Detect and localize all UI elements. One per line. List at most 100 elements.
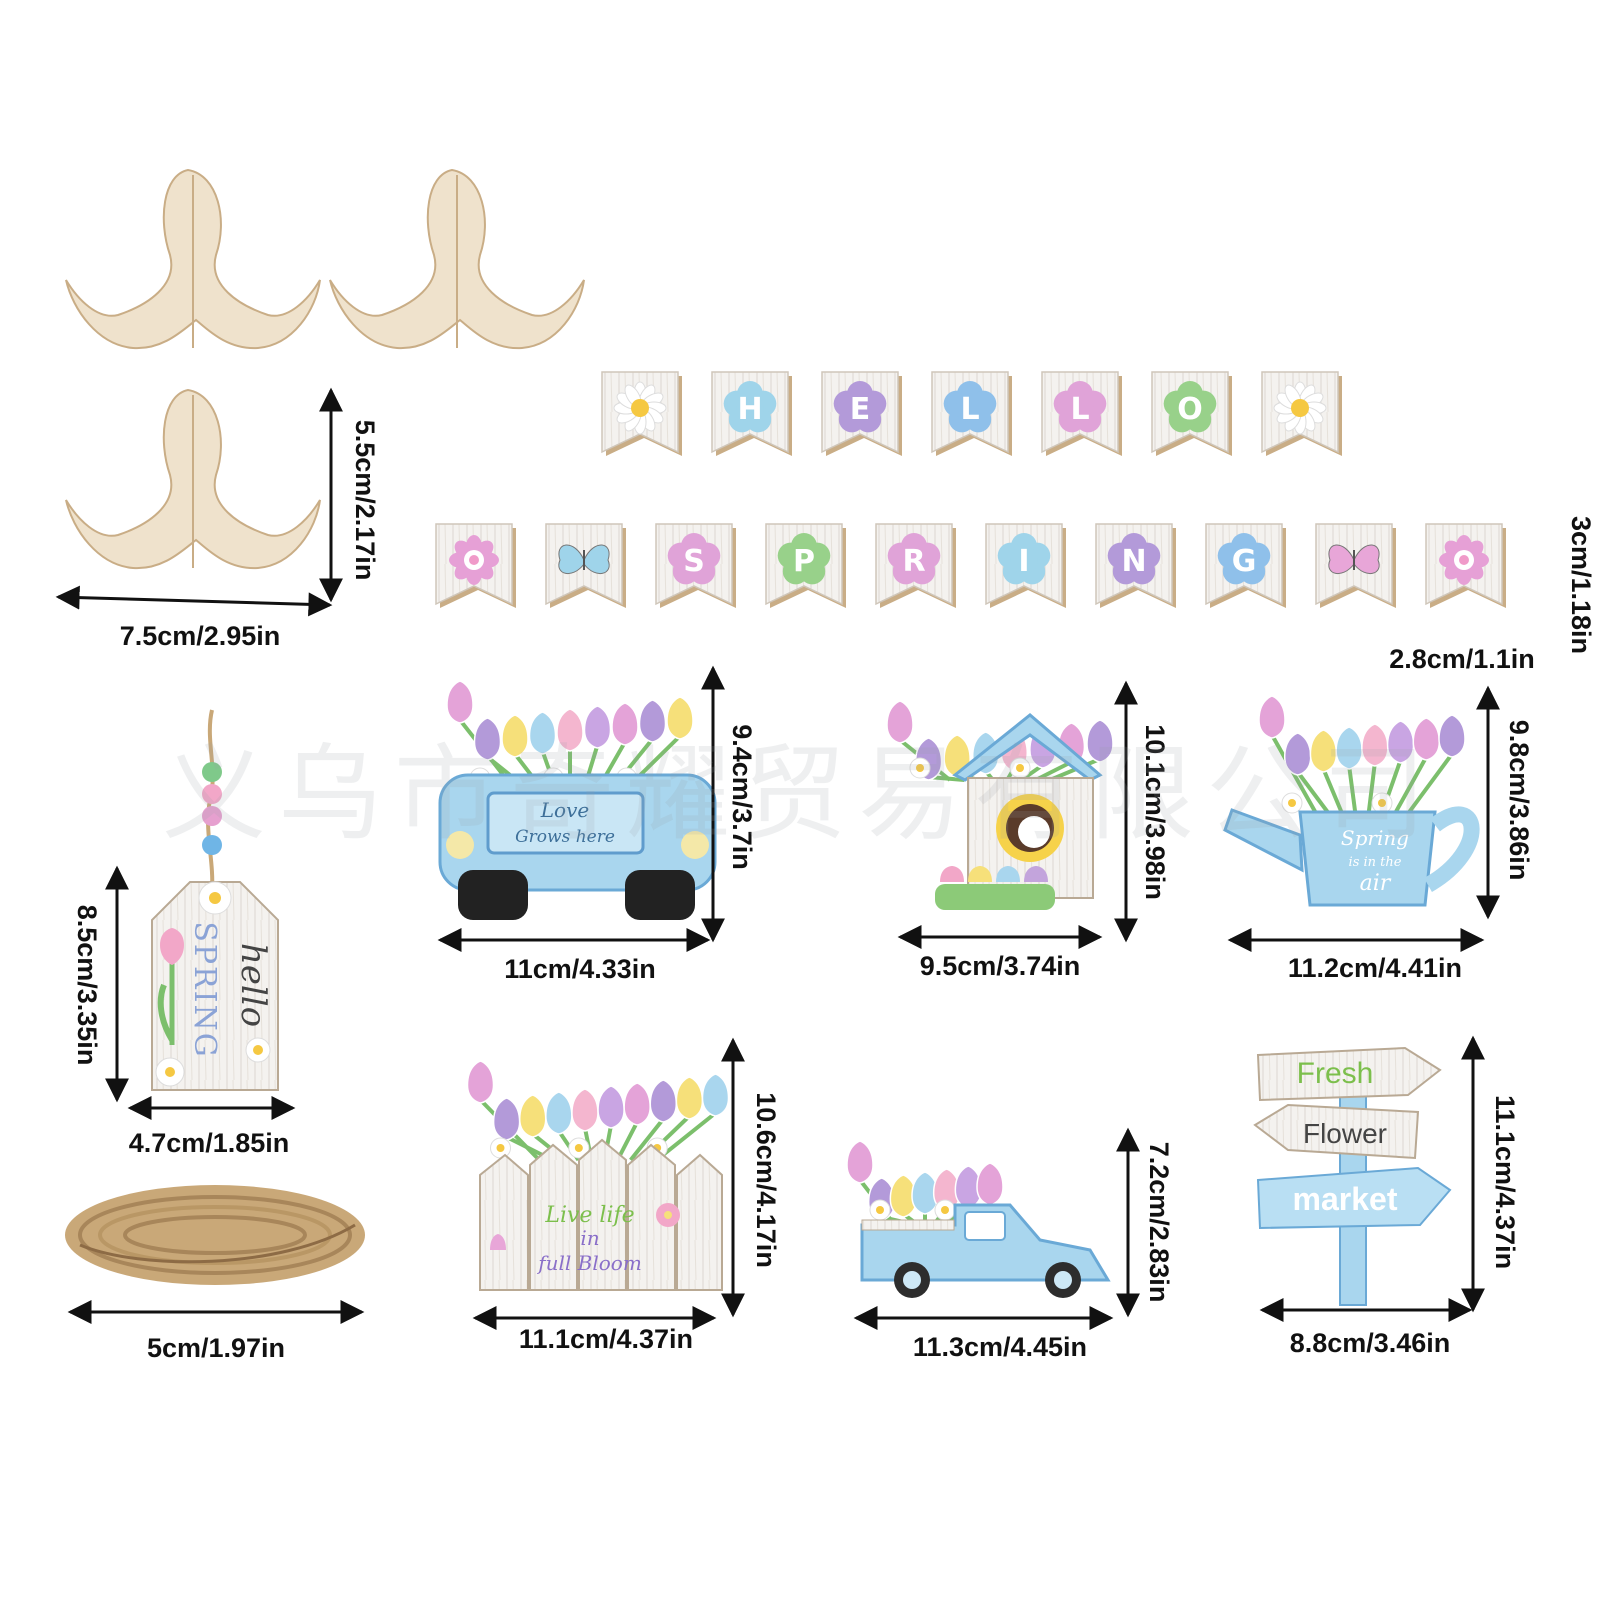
- sign-flower: Flower: [1303, 1118, 1387, 1149]
- truck-front-height-label: 9.4cm/3.7in: [727, 724, 757, 870]
- truck-front-tulips: [446, 680, 694, 792]
- banner-flower-hello-2: E: [833, 381, 887, 433]
- banner-letter-hello-4: L: [1070, 392, 1089, 427]
- banner-daisy-hello-6: [1273, 381, 1327, 435]
- tag-text-hello: hello: [233, 943, 273, 1027]
- banner-letter-hello-5: O: [1177, 392, 1203, 427]
- tag-tulip: [157, 928, 184, 1045]
- stand-1: [65, 168, 321, 350]
- banner-butterfly-spring-8: [1328, 544, 1380, 574]
- bead-blue: [202, 835, 222, 855]
- banner-letter-spring-2: S: [683, 544, 705, 579]
- banner-flag-width-label: 2.8cm/1.1in: [1389, 644, 1535, 674]
- tag-height-label: 8.5cm/3.35in: [72, 905, 102, 1066]
- stand-3: [65, 388, 321, 570]
- birdhouse-bottom-tulips: [935, 866, 1055, 910]
- watering-can-piece: Spring is in the air 11.2cm/4.41in 9.8cm…: [1223, 685, 1534, 983]
- stand-2: [329, 168, 585, 350]
- banner-letter-hello-1: H: [737, 392, 762, 427]
- banner-flag-spring-6: N: [1095, 523, 1176, 608]
- fence-text-line3: full Bloom: [536, 1251, 642, 1275]
- bead-pink: [202, 784, 222, 804]
- truck-side-width-label: 11.3cm/4.45in: [913, 1332, 1087, 1362]
- banner-letter-spring-7: G: [1232, 544, 1257, 579]
- stand-width-arrow: [55, 585, 333, 617]
- banner-flower-hello-1: H: [723, 381, 777, 433]
- banner-flag-spring-1: [545, 523, 626, 608]
- banner-flag-height-label: 3cm/1.18in: [1566, 516, 1596, 654]
- twine-width-label: 5cm/1.97in: [147, 1333, 285, 1363]
- banner-flag-spring-8: [1315, 523, 1396, 608]
- banner-flower-spring-3: P: [777, 533, 831, 585]
- stand-height-label: 5.5cm/2.17in: [350, 420, 380, 581]
- watering-can-tulips: [1258, 695, 1466, 817]
- can-width-label: 11.2cm/4.41in: [1288, 953, 1462, 983]
- can-text-line2: is in the: [1349, 855, 1402, 870]
- watermark-text: 义乌市奇耀贸易有限公司: [162, 733, 1438, 855]
- truck-front-width-label: 11cm/4.33in: [504, 954, 656, 984]
- tag-width-label: 4.7cm/1.85in: [129, 1128, 290, 1158]
- banner-flag-spring-9: [1425, 523, 1506, 608]
- banner-letter-spring-3: P: [793, 544, 815, 579]
- banner-pinkflower-spring-0: [449, 535, 499, 585]
- banner-flag-hello-3: L: [931, 371, 1012, 456]
- birdhouse-height-label: 10.1cm/3.98in: [1140, 724, 1170, 900]
- banner-letter-hello-2: E: [850, 392, 871, 427]
- banner-flag-hello-2: E: [821, 371, 902, 456]
- signpost-height-label: 11.1cm/4.37in: [1490, 1095, 1520, 1269]
- can-text-line1: Spring: [1341, 826, 1409, 850]
- banner-pinkflower-spring-9: [1439, 535, 1489, 585]
- fence-text-line1: Live life: [544, 1203, 634, 1228]
- bead-pink2: [202, 806, 222, 826]
- tag-text-spring: SPRING: [187, 921, 222, 1058]
- tag-daisy-bottom: [155, 1057, 185, 1087]
- banner-flag-spring-5: I: [985, 523, 1066, 608]
- tag-daisy-right: [245, 1037, 271, 1063]
- banner-flower-spring-6: N: [1107, 533, 1161, 585]
- hello-spring-banner: H E L L O S P R I N G 2.8cm/1.1in 3cm/1.18in: [435, 371, 1596, 674]
- tag-daisy-top: [198, 881, 232, 915]
- bead-green: [202, 762, 222, 782]
- fence-pickets: [479, 1138, 723, 1291]
- banner-flower-spring-7: G: [1217, 533, 1271, 585]
- banner-flag-hello-5: O: [1151, 371, 1232, 456]
- truck-plate-line2: Grows here: [515, 827, 615, 847]
- banner-flag-spring-0: [435, 523, 516, 608]
- fence-text-line2: in: [580, 1226, 599, 1250]
- banner-butterfly-spring-1: [558, 544, 610, 574]
- banner-flag-spring-2: S: [655, 523, 736, 608]
- truck-side-piece: 11.3cm/4.45in 7.2cm/2.83in: [846, 1127, 1174, 1362]
- truck-plate: [486, 791, 645, 855]
- banner-flag-hello-6: [1261, 371, 1342, 456]
- truck-plate-line1: Love: [540, 798, 589, 822]
- hello-spring-tag: hello SPRING 8.5cm/3.35in 4.7cm/1.85in: [72, 709, 296, 1158]
- signpost-width-label: 8.8cm/3.46in: [1290, 1328, 1451, 1358]
- banner-flag-hello-1: H: [711, 371, 792, 456]
- jute-twine: 5cm/1.97in: [65, 1185, 365, 1363]
- birdhouse-piece: 9.5cm/3.74in 10.1cm/3.98in: [886, 680, 1170, 981]
- banner-letter-spring-6: N: [1121, 544, 1146, 579]
- banner-flag-spring-3: P: [765, 523, 846, 608]
- fence-tulips: [466, 1060, 730, 1162]
- sign-fresh: Fresh: [1297, 1057, 1374, 1090]
- can-text-line3: air: [1360, 871, 1392, 896]
- truck-side-height-label: 7.2cm/2.83in: [1144, 1142, 1174, 1303]
- banner-flag-hello-0: [601, 371, 682, 456]
- signpost-piece: Fresh Flower market 8.8cm/3.46in 11.1cm/…: [1253, 1035, 1520, 1358]
- banner-flag-hello-4: L: [1041, 371, 1122, 456]
- stand-width-label: 7.5cm/2.95in: [120, 621, 281, 651]
- banner-flower-hello-5: O: [1163, 381, 1217, 433]
- sign-market: market: [1293, 1181, 1398, 1217]
- banner-flower-hello-4: L: [1053, 381, 1107, 433]
- banner-flag-spring-4: R: [875, 523, 956, 608]
- banner-letter-spring-4: R: [902, 544, 925, 579]
- banner-flower-spring-5: I: [997, 533, 1051, 585]
- banner-flower-hello-3: L: [943, 381, 997, 433]
- fence-piece: Live life in full Bloom 11.1cm/4.37in 10…: [466, 1037, 781, 1354]
- banner-flower-spring-4: R: [887, 533, 941, 585]
- wooden-stands: 7.5cm/2.95in 5.5cm/2.17in: [55, 168, 585, 651]
- fence-width-label: 11.1cm/4.37in: [519, 1324, 693, 1354]
